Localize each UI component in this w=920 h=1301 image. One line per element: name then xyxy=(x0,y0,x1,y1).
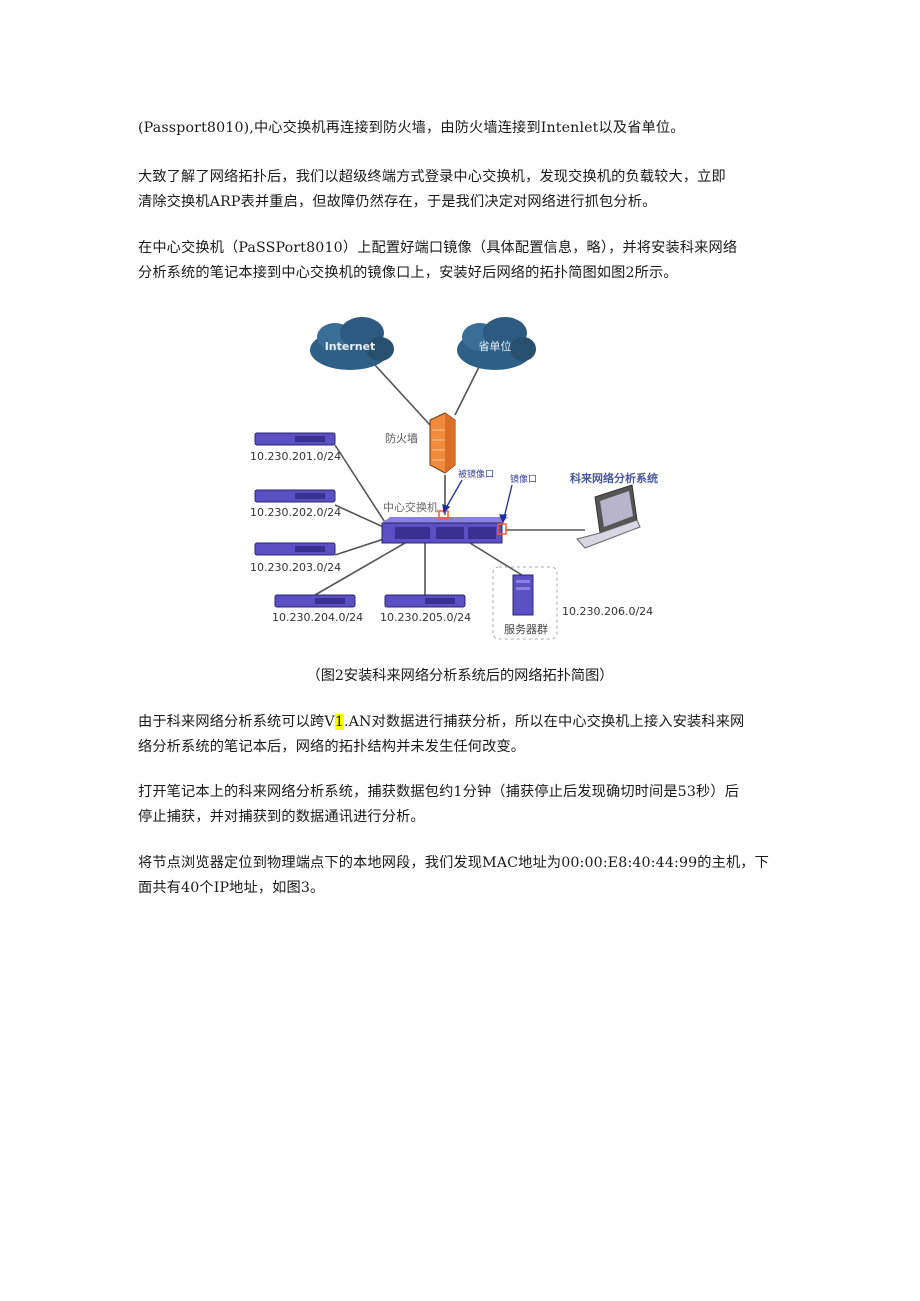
paragraph-4: 由于科来网络分析系统可以跨V1.AN对数据进行捕获分析，所以在中心交换机上接入安… xyxy=(138,710,788,760)
svg-text:被镜像口: 被镜像口 xyxy=(458,468,494,480)
svg-text:科来网络分析系统: 科来网络分析系统 xyxy=(570,471,658,485)
svg-text:10.230.206.0/24: 10.230.206.0/24 xyxy=(562,605,653,618)
text-line: 由于科来网络分析系统可以跨V1.AN对数据进行捕获分析，所以在中心交换机上接入安… xyxy=(138,714,745,730)
svg-text:10.230.205.0/24: 10.230.205.0/24 xyxy=(380,611,471,624)
svg-text:省单位: 省单位 xyxy=(479,339,512,353)
svg-text:10.230.201.0/24: 10.230.201.0/24 xyxy=(250,450,341,463)
switch-icon xyxy=(254,489,336,503)
svg-text:10.230.204.0/24: 10.230.204.0/24 xyxy=(272,611,363,624)
paragraph-2: 大致了解了网络拓扑后，我们以超级终端方式登录中心交换机，发现交换机的负载较大，立… xyxy=(138,165,788,215)
core-switch-icon xyxy=(381,510,508,544)
paragraph-6: 将节点浏览器定位到物理端点下的本地网段，我们发现MAC地址为00:00:E8:4… xyxy=(138,851,788,901)
cloud-internet-icon: Internet xyxy=(310,317,394,370)
svg-text:防火墙: 防火墙 xyxy=(385,431,418,445)
network-topology-figure: Internet 省单位 防火墙 10.230.201.0/24 xyxy=(240,305,680,645)
text-line: 停止捕获，并对捕获到的数据通讯进行分析。 xyxy=(138,809,425,825)
text-line: (Passport8010),中心交换机再连接到防火墙，由防火墙连接到Inten… xyxy=(138,120,685,136)
svg-text:镜像口: 镜像口 xyxy=(510,473,537,485)
paragraph-3: 在中心交换机（PaSSPort8010）上配置好端口镜像（具体配置信息，略），并… xyxy=(138,236,788,286)
switch-icon xyxy=(274,594,356,608)
svg-text:中心交换机: 中心交换机 xyxy=(383,500,438,514)
text-line: 打开笔记本上的科来网络分析系统，捕获数据包约1分钟（捕获停止后发现确切时间是53… xyxy=(138,784,740,800)
text-line: 将节点浏览器定位到物理端点下的本地网段，我们发现MAC地址为00:00:E8:4… xyxy=(138,855,769,871)
paragraph-1: (Passport8010),中心交换机再连接到防火墙，由防火墙连接到Inten… xyxy=(138,116,788,141)
switch-icon xyxy=(254,542,336,556)
laptop-icon xyxy=(576,484,641,549)
figure-caption: （图2安装科来网络分析系统后的网络拓扑简图） xyxy=(306,668,614,684)
text-line: 络分析系统的笔记本后，网络的拓扑结构并未发生任何改变。 xyxy=(138,739,526,755)
paragraph-5: 打开笔记本上的科来网络分析系统，捕获数据包约1分钟（捕获停止后发现确切时间是53… xyxy=(138,780,788,830)
server-group-icon xyxy=(492,566,558,640)
firewall-icon xyxy=(429,412,456,474)
mirror-port-highlight xyxy=(497,523,507,535)
switch-icon xyxy=(254,432,336,446)
text-line: 面共有40个IP地址，如图3。 xyxy=(138,880,325,896)
text-line: 大致了解了网络拓扑后，我们以超级终端方式登录中心交换机，发现交换机的负载较大，立… xyxy=(138,169,726,185)
svg-text:10.230.203.0/24: 10.230.203.0/24 xyxy=(250,561,341,574)
svg-text:服务器群: 服务器群 xyxy=(504,622,548,636)
text-line: 在中心交换机（PaSSPort8010）上配置好端口镜像（具体配置信息，略），并… xyxy=(138,240,738,256)
switch-icon xyxy=(384,594,466,608)
text-line: 分析系统的笔记本接到中心交换机的镜像口上，安装好后网络的拓扑简图如图2所示。 xyxy=(138,265,678,281)
highlighted-text: 1 xyxy=(334,714,344,730)
text-line: 清除交换机ARP表并重启，但故障仍然存在，于是我们决定对网络进行抓包分析。 xyxy=(138,194,657,210)
svg-text:10.230.202.0/24: 10.230.202.0/24 xyxy=(250,506,341,519)
svg-text:Internet: Internet xyxy=(325,340,376,353)
cloud-province-icon: 省单位 xyxy=(457,317,536,370)
